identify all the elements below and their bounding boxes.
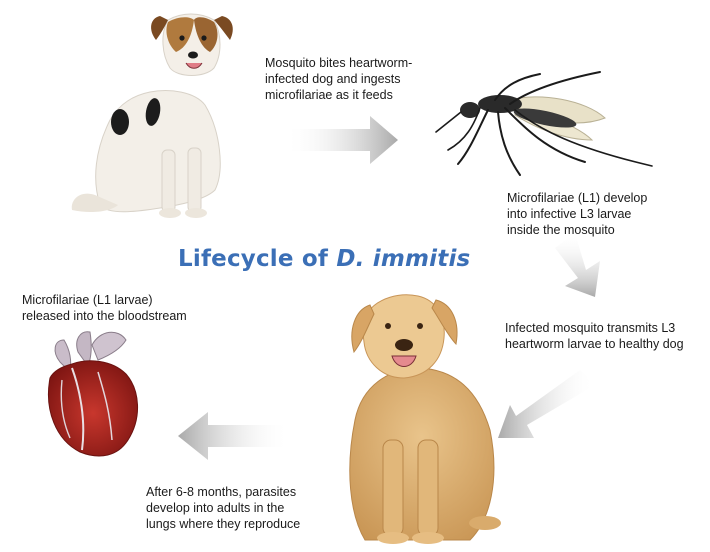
step-larvae-develop: Microfilariae (L1) develop into infectiv…: [507, 190, 647, 238]
infected-dog-image: [72, 14, 233, 218]
arrow-from-mosquito-to-dog: [498, 370, 595, 438]
heart-image: [48, 332, 137, 456]
step-microfilariae-released: Microfilariae (L1 larvae) released into …: [22, 292, 187, 324]
step-mosquito-transmits: Infected mosquito transmits L3 heartworm…: [505, 320, 684, 352]
step-mosquito-bites: Mosquito bites heartworm- infected dog a…: [265, 55, 412, 103]
step-adults-develop: After 6-8 months, parasites develop into…: [146, 484, 300, 532]
healthy-dog-image: [350, 295, 501, 544]
diagram-title: Lifecycle of D. immitis: [178, 246, 470, 272]
title-prefix: Lifecycle of: [178, 246, 336, 272]
arrow-to-mosquito: [285, 116, 398, 164]
title-species: D. immitis: [336, 246, 470, 272]
mosquito-image: [436, 72, 652, 175]
arrow-to-heart: [178, 412, 290, 460]
arrow-to-healthy-dog: [555, 233, 600, 297]
